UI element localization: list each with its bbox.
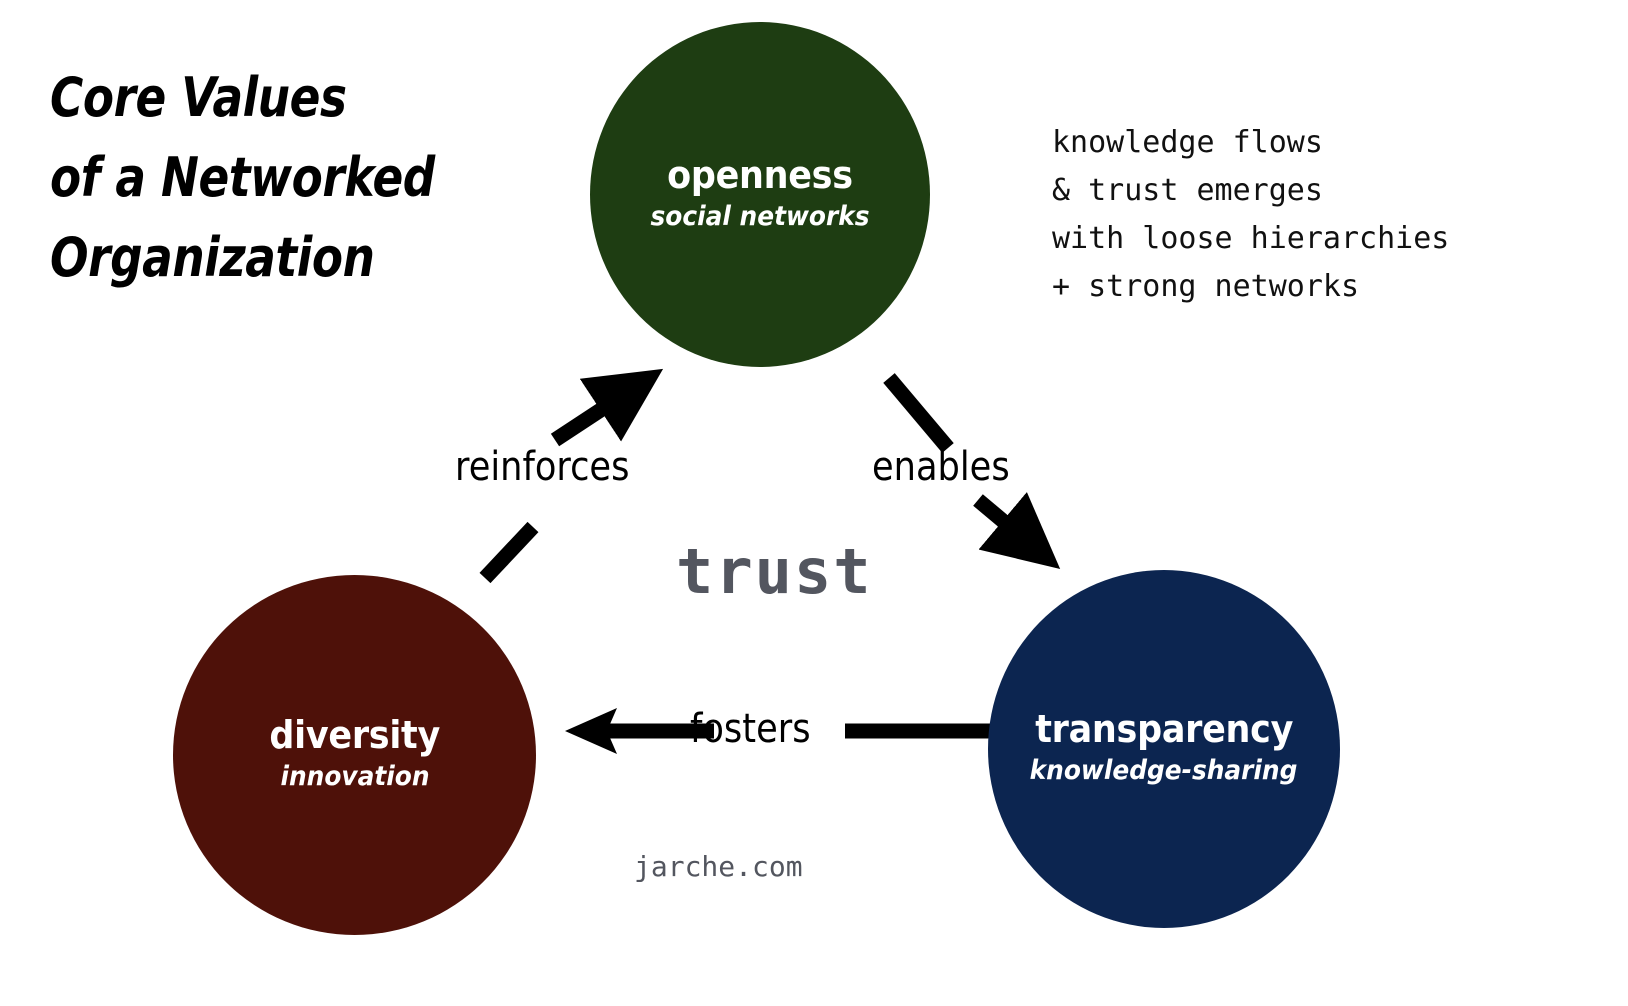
center-label-trust: trust — [676, 535, 873, 608]
edge-enables — [883, 373, 1061, 570]
page-title: Core Values of a Networked Organization — [50, 66, 435, 289]
edge-reinforces-segment-upper — [550, 368, 664, 447]
node-transparency-subtitle: knowledge-sharing — [1030, 755, 1298, 787]
node-transparency[interactable]: transparency knowledge-sharing — [988, 570, 1340, 928]
node-diversity-title: diversity — [269, 713, 440, 758]
edge-enables-segment-lower — [973, 492, 1061, 570]
edge-reinforces — [479, 368, 664, 584]
edge-fosters — [565, 708, 1000, 754]
edge-label-enables: enables — [872, 444, 1010, 490]
node-transparency-title: transparency — [1035, 707, 1293, 752]
node-diversity-subtitle: innovation — [279, 761, 430, 793]
annotation-note: knowledge flows & trust emerges with loo… — [1052, 125, 1450, 304]
edge-fosters-arrowhead — [565, 708, 617, 754]
edge-label-fosters: fosters — [690, 706, 811, 752]
edge-reinforces-segment-lower — [479, 521, 539, 584]
node-diversity[interactable]: diversity innovation — [173, 575, 536, 935]
edge-enables-segment-upper — [883, 373, 954, 453]
edge-label-reinforces: reinforces — [455, 444, 630, 490]
footer-credit: jarche.com — [634, 850, 803, 883]
node-openness[interactable]: openness social networks — [590, 22, 930, 367]
node-openness-title: openness — [667, 152, 853, 197]
node-openness-subtitle: social networks — [650, 200, 870, 232]
